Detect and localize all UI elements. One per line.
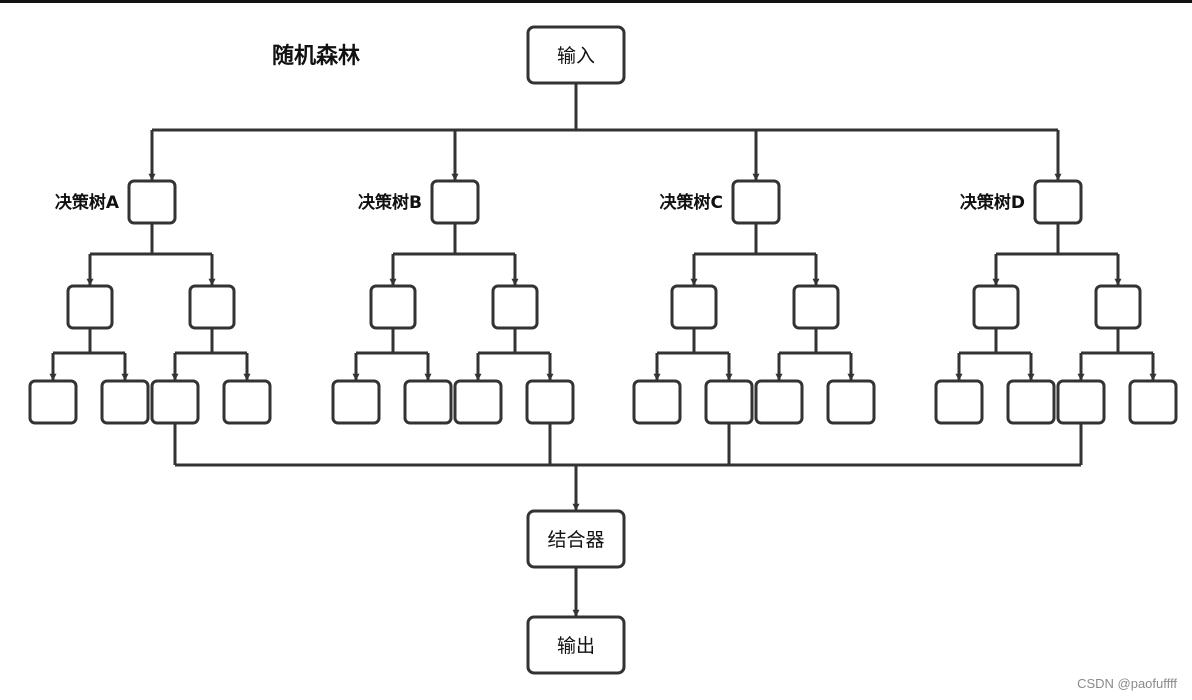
tree-leaf-node: [28, 379, 78, 425]
tree-internal-node: [972, 284, 1020, 330]
tree-leaf-node: [222, 379, 272, 425]
tree-leaf-node: [826, 379, 876, 425]
tree-internal-node: [792, 284, 840, 330]
tree-internal-node: [491, 284, 539, 330]
tree-internal-node: [188, 284, 236, 330]
tree-leaf-node: [1128, 379, 1178, 425]
tree-leaf-node: [704, 379, 754, 425]
tree-leaf-node: [100, 379, 150, 425]
tree-leaf-node: [754, 379, 804, 425]
decision-tree: 决策树B: [331, 179, 575, 425]
tree-leaf-node: [403, 379, 453, 425]
decision-tree: 决策树A: [28, 179, 272, 425]
tree-label: 决策树D: [960, 192, 1025, 213]
tree-leaf-node: [331, 379, 381, 425]
diagram-title: 随机森林: [272, 43, 360, 69]
tree-label: 决策树B: [358, 192, 422, 213]
tree-leaf-node: [525, 379, 575, 425]
tree-internal-node: [670, 284, 718, 330]
output-node: 输出: [526, 615, 626, 675]
top-border: [0, 0, 1192, 3]
output-node-label: 输出: [557, 635, 595, 657]
tree-leaf-node: [150, 379, 200, 425]
tree-internal-node: [1094, 284, 1142, 330]
tree-label: 决策树A: [55, 192, 120, 213]
tree-leaf-node: [1056, 379, 1106, 425]
tree-root-node: [1033, 179, 1083, 225]
tree-leaf-node: [934, 379, 984, 425]
trees: 决策树A 决策树B 决策树C 决策树D: [28, 179, 1178, 425]
input-node: 输入: [526, 25, 626, 85]
tree-leaf-node: [453, 379, 503, 425]
tree-leaf-node: [1006, 379, 1056, 425]
decision-tree: 决策树D: [934, 179, 1178, 425]
watermark: CSDN @paofuffff: [1077, 676, 1177, 691]
combiner-node-label: 结合器: [547, 529, 604, 551]
connections: [49, 84, 1157, 617]
tree-root-node: [430, 179, 480, 225]
tree-label: 决策树C: [660, 192, 723, 213]
tree-internal-node: [66, 284, 114, 330]
combiner-node: 结合器: [526, 509, 626, 569]
input-node-label: 输入: [557, 45, 595, 67]
tree-root-node: [127, 179, 177, 225]
tree-internal-node: [369, 284, 417, 330]
tree-leaf-node: [632, 379, 682, 425]
tree-root-node: [731, 179, 781, 225]
decision-tree: 决策树C: [632, 179, 876, 425]
